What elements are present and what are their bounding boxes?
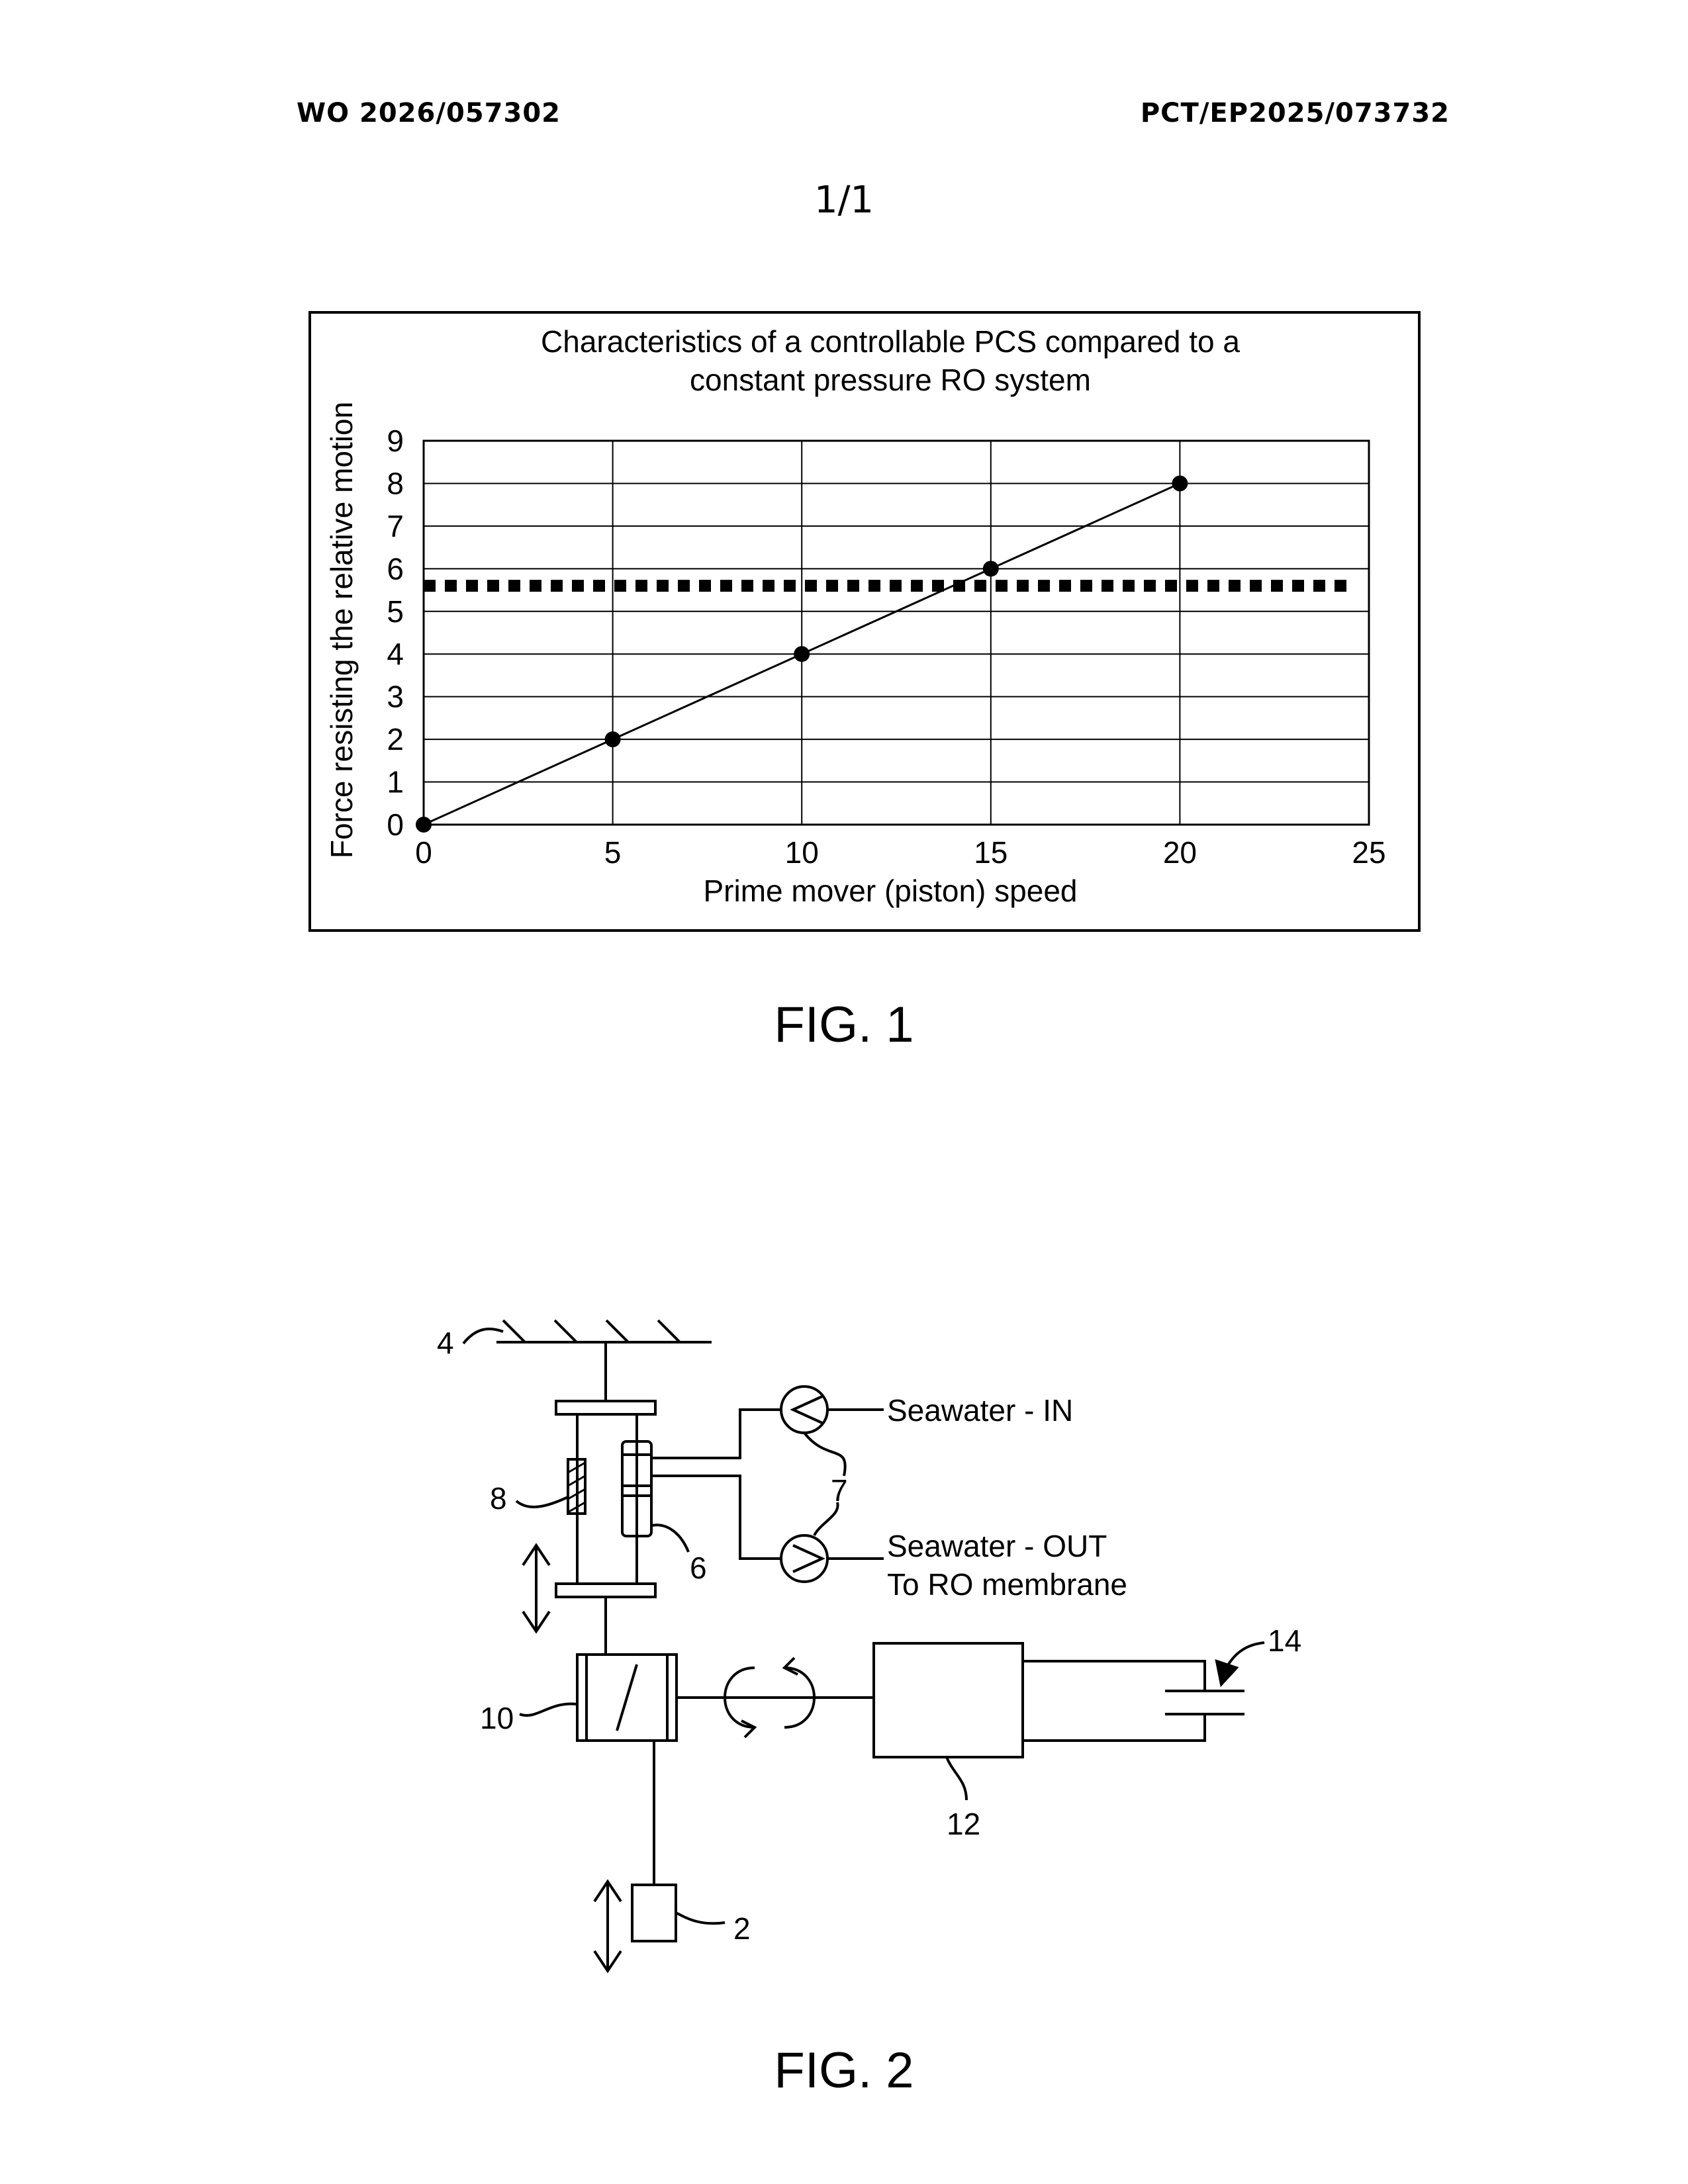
data-point [605,731,621,747]
y-tick-label: 2 [387,722,404,756]
chart-tick-labels: 0 1 2 3 4 5 6 7 8 9 0 5 10 15 20 25 [387,424,1385,870]
damper-hatching [568,1463,585,1512]
bottom-plate [556,1584,655,1597]
chart-y-axis-label: Force resisting the relative motion [324,402,359,858]
x-tick-label: 20 [1163,835,1197,870]
y-tick-label: 1 [387,765,404,799]
rotation-symbol [677,1668,874,1727]
chart-grid [424,441,1369,825]
y-tick-label: 6 [387,551,404,586]
data-point [416,817,432,833]
ref-label-7: 7 [831,1473,848,1508]
x-tick-label: 25 [1352,835,1385,870]
ground-hatching [503,1320,680,1342]
y-tick-label: 0 [387,807,404,842]
updown-arrow-upper [523,1545,549,1631]
pipe-in [651,1410,781,1458]
check-valve-out [781,1535,827,1582]
chart-x-axis-label: Prime mover (piston) speed [704,874,1078,908]
arrow-14 [1221,1643,1264,1678]
fig2-caption: FIG. 2 [0,2042,1688,2099]
leader-4 [463,1329,503,1343]
ref-label-8: 8 [490,1481,507,1516]
leader-2 [676,1913,725,1923]
converter-10 [577,1655,677,1741]
y-tick-label: 5 [387,594,404,629]
y-tick-label: 7 [387,509,404,543]
ref-label-2: 2 [733,1911,751,1946]
leader-12 [947,1757,966,1800]
pump-cylinder-6 [622,1441,651,1536]
storage-lines [1023,1661,1205,1741]
updown-arrow-lower [594,1882,621,1971]
plot-area-border [424,441,1369,825]
leader-8 [516,1497,568,1507]
chart-frame [310,312,1419,931]
mass-2 [632,1885,676,1941]
y-tick-label: 4 [387,637,404,671]
seawater-in-label: Seawater - IN [887,1393,1073,1428]
chart-title-line2: constant pressure RO system [690,363,1091,397]
damper-8 [568,1459,585,1514]
ref-label-14: 14 [1268,1623,1301,1658]
x-tick-label: 15 [974,835,1008,870]
ref-label-10: 10 [480,1701,514,1735]
fig1-caption: FIG. 1 [0,996,1688,1054]
pipe-out [651,1476,781,1559]
data-point [983,561,999,576]
check-valve-in [781,1387,827,1433]
fig1-chart: Characteristics of a controllable PCS co… [0,0,1688,960]
drive-unit-12 [874,1643,1023,1757]
leader-6 [651,1525,688,1552]
ref-label-12: 12 [947,1807,980,1841]
y-tick-label: 3 [387,680,404,714]
ref-label-4: 4 [437,1326,454,1360]
data-point [1172,475,1188,491]
leader-7 [804,1433,845,1535]
x-tick-label: 5 [604,835,622,870]
y-tick-label: 9 [387,424,404,458]
y-tick-label: 8 [387,466,404,500]
ref-label-6: 6 [690,1551,707,1585]
seawater-out-label: Seawater - OUT [887,1529,1107,1563]
chart-title-line1: Characteristics of a controllable PCS co… [541,324,1240,359]
top-plate [556,1401,655,1414]
data-point [794,646,810,662]
x-tick-label: 0 [415,835,432,870]
to-ro-membrane-label: To RO membrane [887,1567,1127,1602]
x-tick-label: 10 [785,835,819,870]
leader-10 [520,1704,577,1715]
